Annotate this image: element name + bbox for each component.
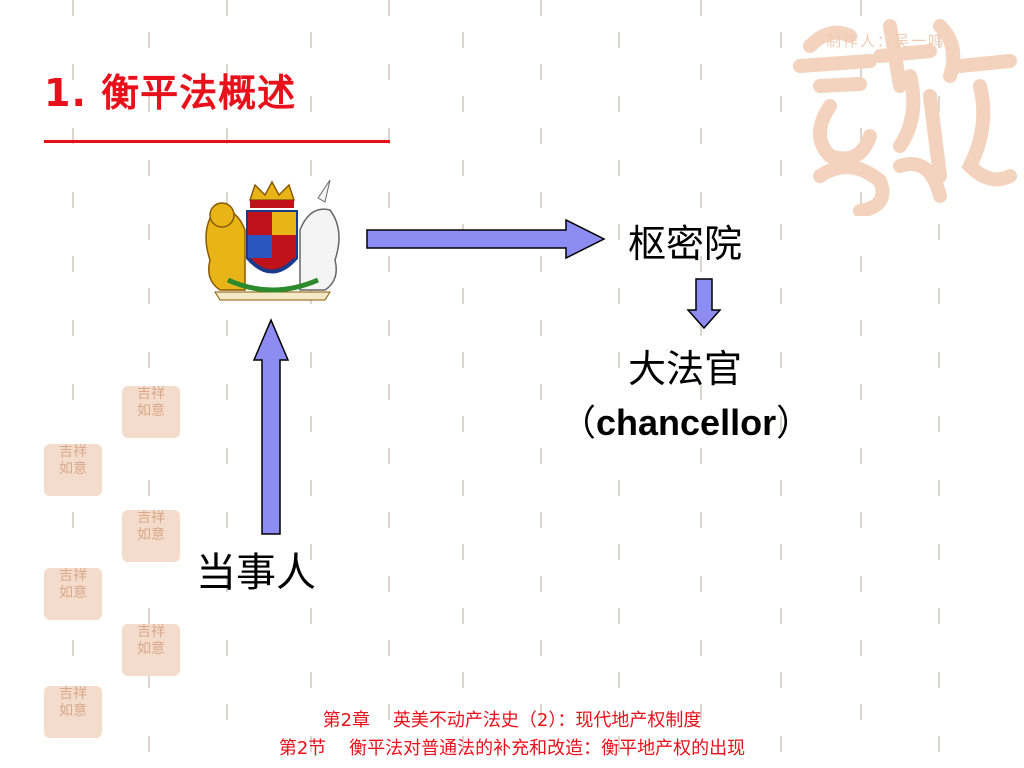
arrow-up-from-party — [252, 318, 290, 535]
auspicious-seal-icon — [793, 19, 1017, 216]
auspicious-seal-icon: 吉祥如意 — [44, 444, 102, 496]
auspicious-seal-icon: 吉祥如意 — [122, 510, 180, 562]
node-privy-council: 枢密院 — [628, 222, 743, 266]
arrow-down-to-chancellor — [686, 278, 722, 330]
slide-title: 1. 衡平法概述 — [44, 71, 297, 115]
auspicious-seal-icon: 吉祥如意 — [44, 686, 102, 738]
arrow-right-to-privy-council — [366, 218, 606, 260]
chancellor-open-paren: （ — [560, 403, 597, 444]
auspicious-seal-icon: 吉祥如意 — [44, 568, 102, 620]
auspicious-seal-icon: 吉祥如意 — [122, 624, 180, 676]
footer-section: 第2节 衡平法对普通法的补充和改造：衡平地产权的出现 — [278, 738, 746, 759]
node-party: 当事人 — [196, 550, 316, 596]
chancellor-text: chancellor — [596, 402, 777, 443]
footer-chapter: 第2章 英美不动产法史（2）：现代地产权制度 — [322, 710, 702, 731]
title-underline — [44, 140, 390, 143]
node-chancellor-cn: 大法官 — [628, 347, 743, 391]
chancellor-close-paren: ） — [776, 403, 813, 444]
author-credit: 制作人：吴一鸣 — [826, 32, 946, 50]
auspicious-seal-icon: 吉祥如意 — [122, 386, 180, 438]
node-chancellor-en: （chancellor） — [560, 394, 812, 446]
